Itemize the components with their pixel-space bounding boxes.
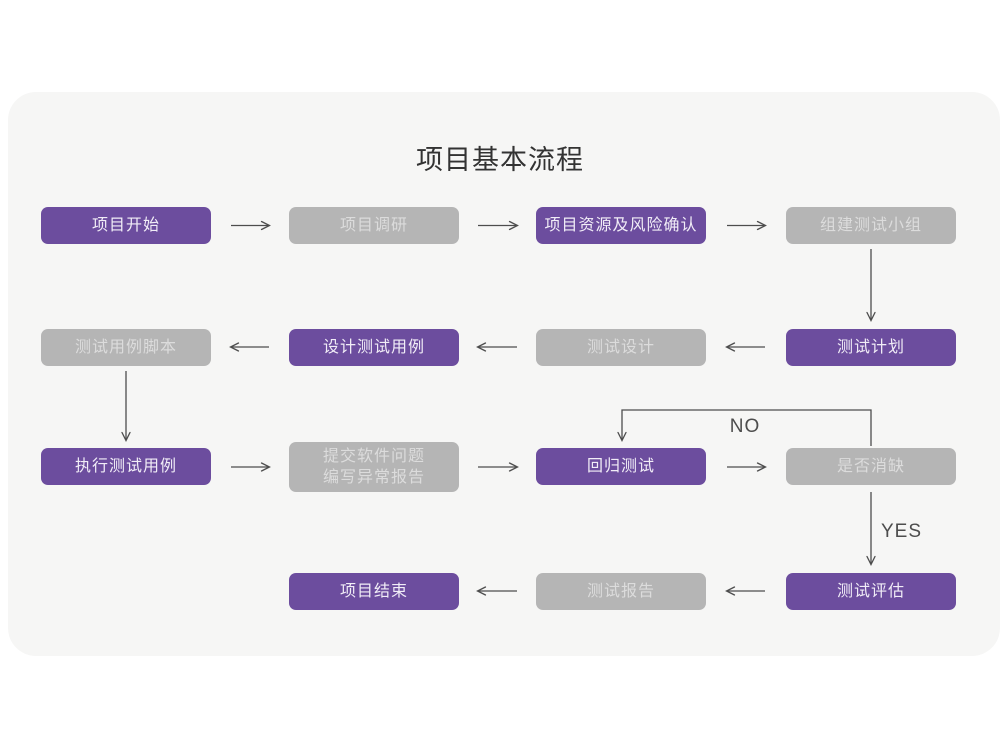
edge-label-yes: YES [881,521,923,542]
node-test-evaluate: 测试评估 [786,573,956,610]
edge-label-no: NO [729,416,761,437]
node-design-cases: 设计测试用例 [289,329,459,366]
node-defect-cleared: 是否消缺 [786,448,956,485]
node-project-start: 项目开始 [41,207,211,244]
node-build-team: 组建测试小组 [786,207,956,244]
node-project-risk: 项目资源及风险确认 [536,207,706,244]
node-regression-test: 回归测试 [536,448,706,485]
flowchart-card [8,92,1000,656]
diagram-title: 项目基本流程 [416,145,584,175]
node-test-design: 测试设计 [536,329,706,366]
node-case-script: 测试用例脚本 [41,329,211,366]
node-execute-cases: 执行测试用例 [41,448,211,485]
node-test-report: 测试报告 [536,573,706,610]
node-test-plan: 测试计划 [786,329,956,366]
node-project-research: 项目调研 [289,207,459,244]
node-submit-issues: 提交软件问题 编写异常报告 [289,442,459,492]
node-project-end: 项目结束 [289,573,459,610]
